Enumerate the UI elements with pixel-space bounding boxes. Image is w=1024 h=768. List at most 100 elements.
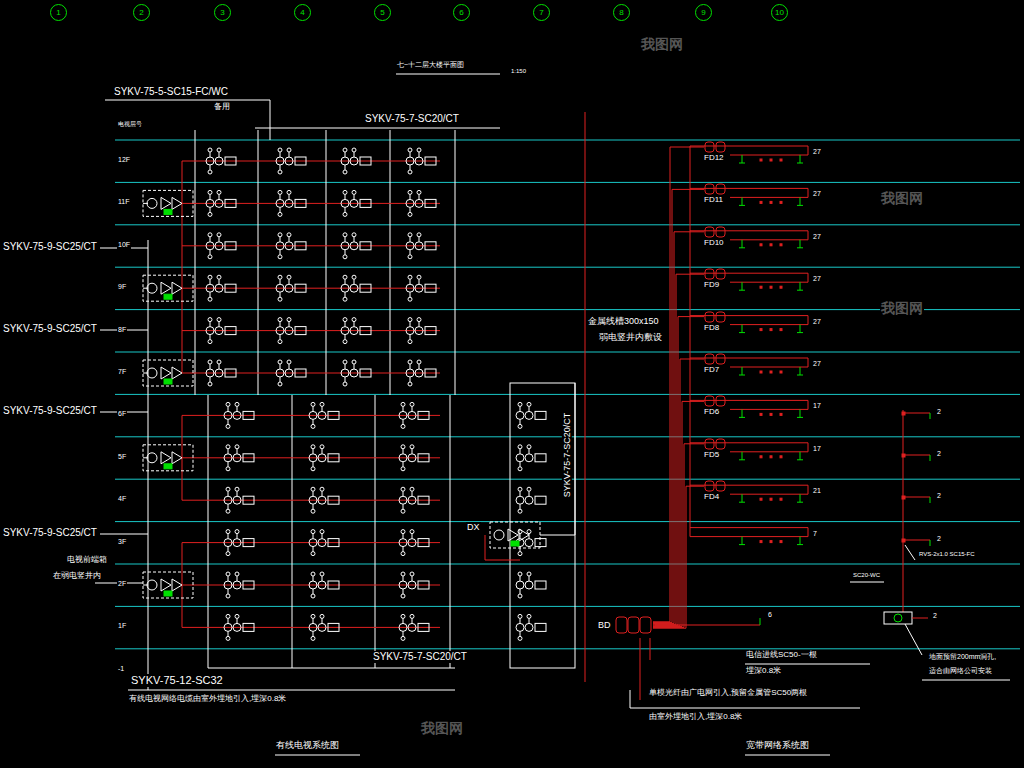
outlet-stem [403,589,404,594]
outlet-symbol [311,445,315,449]
riser-line [390,130,391,395]
outlet-stem [410,335,411,340]
floor-distributor: FD12 [704,141,726,162]
outlet-stem [210,322,211,327]
amplifier-symbol [147,580,157,590]
watermark: 我图网 [880,300,924,316]
annotation-text: SYKV-75-9-SC25/CT [2,527,98,539]
outlet-mark [800,282,801,290]
outlet-symbol [399,411,407,419]
amplifier-box [143,360,193,386]
amplifier-box [143,190,193,216]
annotation-text: SYKV-75-7-SC20/CT [562,412,572,499]
outlet-mark [739,332,745,333]
outlet-stem [210,292,211,297]
feeder-line [575,383,576,535]
feeder-line [182,161,440,162]
outlet-symbol [518,402,522,406]
annotation-text: 10F [117,241,131,249]
leader-line [922,680,1010,681]
outlet-stem [210,237,211,242]
amplifier-symbol [508,529,518,541]
outlet-symbol [206,199,214,207]
annotation-text: 21 [812,487,822,495]
outlet-symbol [278,148,282,152]
amplifier-symbol [147,198,157,208]
outlet-symbol [235,402,239,406]
outlet-symbol [311,487,315,491]
outlet-symbol [341,369,349,377]
outlet-mark [742,325,743,333]
outlet-symbol [235,487,239,491]
outlet-mark [797,417,803,418]
amplifier-symbol [147,453,157,463]
outlet-mark [742,155,743,163]
outlet-stem [410,377,411,382]
outlet-symbol [535,623,546,631]
feeder-line [182,415,440,416]
amplifier-symbol [161,367,171,379]
outlet-symbol [208,212,212,216]
outlet-stem [237,449,238,454]
outlet-symbol [225,199,236,207]
outlet-symbol [278,190,282,194]
outlet-symbol [527,445,531,449]
outlet-stem [419,152,420,157]
outlet-symbol [309,496,317,504]
outlet-symbol [217,275,221,279]
outlet-symbol [243,411,254,419]
outlet-symbol [320,572,324,576]
riser-line [258,130,259,395]
dot-mark [780,413,782,415]
outlet-symbol [352,275,356,279]
dot-mark [780,329,782,331]
annotation-text: RVS-2x1.0 SC15-FC [918,551,976,558]
annotation-text: SYKV-75-12-SC32 [130,674,224,687]
leader-line [850,582,884,583]
amplifier-symbol [172,282,182,294]
annotation-text: 6 [767,611,773,619]
branch-line [912,618,928,619]
cable-tray-line [808,528,809,537]
watermark: 我图网 [880,190,924,206]
annotation-text: -1 [117,665,125,673]
axis-number: 9 [701,8,705,17]
outlet-mark [739,502,745,503]
outlet-stem [219,237,220,242]
cable-tray-line [808,188,809,197]
outlet-mark [797,332,803,333]
outlet-symbol [341,327,349,335]
outlet-stem [228,449,229,454]
wire [143,288,148,289]
outlet-mark [742,367,743,375]
outlet-stem [529,576,530,581]
leader-line [128,690,455,691]
outlet-symbol [328,581,339,589]
outlet-symbol [208,360,212,364]
wire [143,203,148,204]
outlet-stem [313,534,314,539]
outlet-stem [520,406,521,411]
outlet-mark [797,290,803,291]
cable-tray-line [690,230,808,231]
outlet-symbol [278,275,282,279]
outlet-symbol [224,581,232,589]
outlet-stem [322,534,323,539]
outlet-symbol [527,487,531,491]
leader-line [255,128,500,129]
annotation-text: 1:150 [510,68,527,75]
outlet-stem [219,322,220,327]
outlet-symbol [350,369,358,377]
outlet-symbol [208,318,212,322]
dot-mark [760,329,762,331]
outlet-symbol [224,496,232,504]
floor-line [115,606,1020,607]
outlet-stem [228,534,229,539]
annotation-text: 27 [812,190,822,198]
outlet-stem [313,631,314,636]
axis-number: 3 [220,8,224,17]
outlet-stem [345,152,346,157]
outlet-symbol [208,170,212,174]
outlet-mark [800,409,801,417]
